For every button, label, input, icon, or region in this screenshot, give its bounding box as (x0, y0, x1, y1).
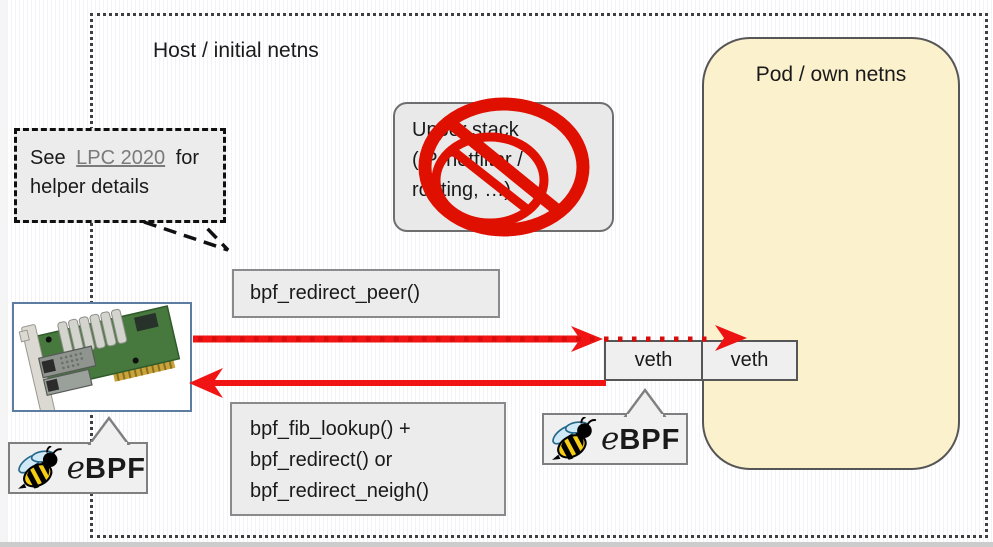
bpf-fib-lookup-box: bpf_fib_lookup() + bpf_redirect() or bpf… (230, 402, 506, 516)
upper-stack-line2: (IP, netfilter / (412, 149, 523, 171)
host-netns-frame (90, 13, 988, 538)
ebpf-e: e (601, 420, 620, 457)
note-post: for (175, 147, 200, 169)
ebpf-bee-icon (552, 417, 597, 461)
ebpf-bee-icon (18, 446, 62, 490)
veth-pod-box: veth (701, 340, 798, 381)
fib-line1: bpf_fib_lookup() + (250, 418, 411, 440)
upper-stack-line3: routing, …) (412, 179, 511, 201)
lpc-2020-link[interactable]: LPC 2020 (76, 147, 166, 169)
fib-line2: bpf_redirect() or (250, 449, 393, 471)
ebpf-nic-pointer (87, 415, 131, 445)
ebpf-wordmark: e BPF (66, 449, 146, 486)
note-bubble: See LPC 2020 for helper details (14, 128, 226, 223)
veth-host-label: veth (634, 349, 673, 371)
ebpf-veth-pointer (623, 387, 667, 417)
note-pre: See (30, 147, 66, 169)
ebpf-logo-veth: e BPF (542, 413, 688, 465)
fib-line3: bpf_redirect_neigh() (250, 480, 429, 502)
speech-bubble-tail (143, 220, 230, 252)
nic-photo (18, 305, 181, 416)
upper-stack-box: Upper stack (IP, netfilter / routing, …) (393, 102, 614, 232)
bpf-redirect-peer-box: bpf_redirect_peer() (232, 269, 500, 318)
ebpf-wordmark: e BPF (601, 420, 681, 457)
host-netns-label: Host / initial netns (153, 39, 319, 62)
slide-bottom-margin (0, 542, 993, 547)
pod-netns-box: Pod / own netns (702, 37, 960, 470)
veth-pod-label: veth (730, 349, 769, 371)
veth-host-box: veth (604, 340, 703, 381)
upper-stack-line1: Upper stack (412, 119, 519, 141)
slide-left-margin (0, 0, 7, 547)
ebpf-bpf: BPF (85, 452, 146, 485)
bpf-redirect-peer-label: bpf_redirect_peer() (250, 282, 421, 304)
pod-netns-label: Pod / own netns (755, 63, 907, 86)
ebpf-bpf: BPF (619, 423, 681, 456)
ebpf-logo-nic: e BPF (8, 442, 148, 494)
nic-image-box (12, 302, 192, 416)
ebpf-e: e (66, 449, 85, 486)
note-line2: helper details (30, 176, 149, 198)
